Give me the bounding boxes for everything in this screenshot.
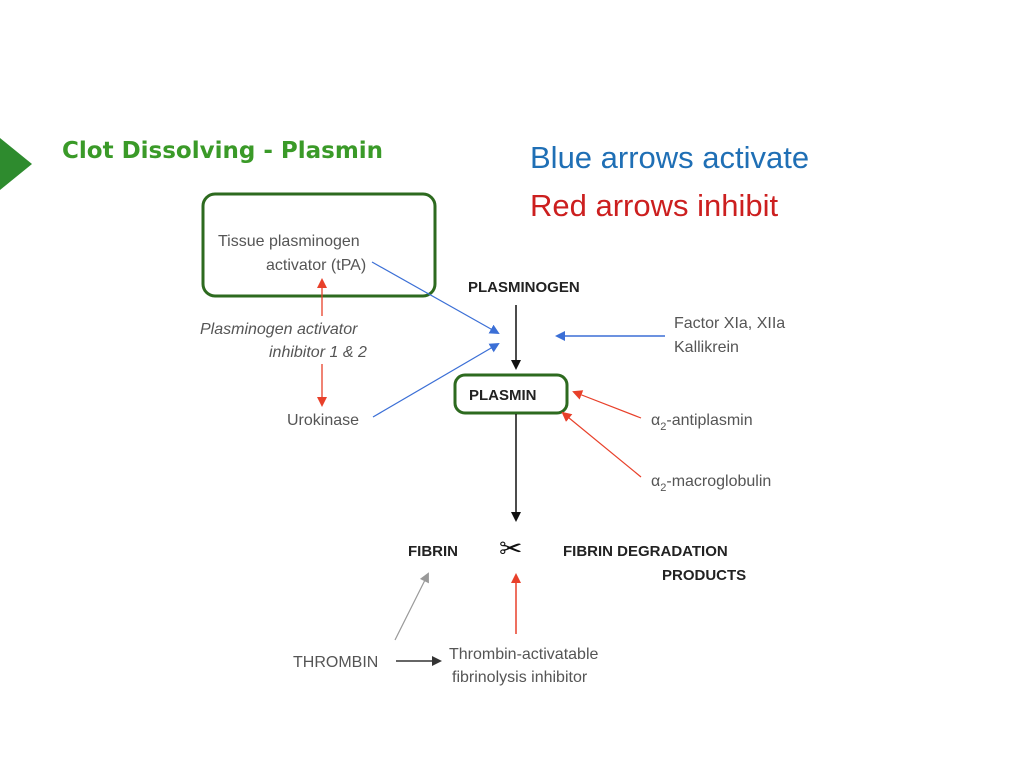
urokinase-activation-arrow (372, 342, 500, 418)
legend-activate: Blue arrows activate (530, 140, 810, 175)
plasminogen-label: PLASMINOGEN (468, 279, 580, 296)
tpa-activation-arrow (371, 261, 500, 334)
tpa-label-line1: Tissue plasminogen (218, 233, 360, 250)
factor-label-line2: Kallikrein (674, 339, 739, 356)
pai-label-line2: inhibitor 1 & 2 (269, 344, 367, 361)
factor-label-line1: Factor XIa, XIIa (674, 315, 785, 332)
fdp-label-line1: FIBRIN DEGRADATION (563, 543, 728, 560)
antiplasmin-label: α2-antiplasmin (651, 412, 753, 433)
fdp-label-line2: PRODUCTS (662, 567, 746, 584)
antiplasmin-inhibit-arrow (572, 390, 642, 419)
urokinase-label: Urokinase (287, 412, 359, 429)
macroglobulin-inhibit-arrow (561, 411, 642, 478)
fibrin-label: FIBRIN (408, 543, 458, 560)
tpa-highlight-box (201, 192, 437, 298)
tafi-label-line2: fibrinolysis inhibitor (452, 669, 588, 686)
scissors-icon: ✂ (499, 533, 522, 564)
tpa-label-line2: activator (tPA) (266, 257, 366, 274)
plasmin-highlight-box (453, 373, 569, 415)
thrombin-label: THROMBIN (293, 654, 378, 671)
plasmin-label: PLASMIN (469, 387, 537, 404)
macroglobulin-label: α2-macroglobulin (651, 473, 771, 494)
legend-inhibit: Red arrows inhibit (530, 188, 779, 223)
tafi-label-line1: Thrombin-activatable (449, 646, 599, 663)
slide-marker-arrow (0, 138, 32, 190)
thrombin-to-fibrin-arrow (394, 572, 429, 641)
pai-label-line1: Plasminogen activator (200, 321, 358, 338)
slide-title: Clot Dissolving - Plasmin (62, 138, 384, 164)
